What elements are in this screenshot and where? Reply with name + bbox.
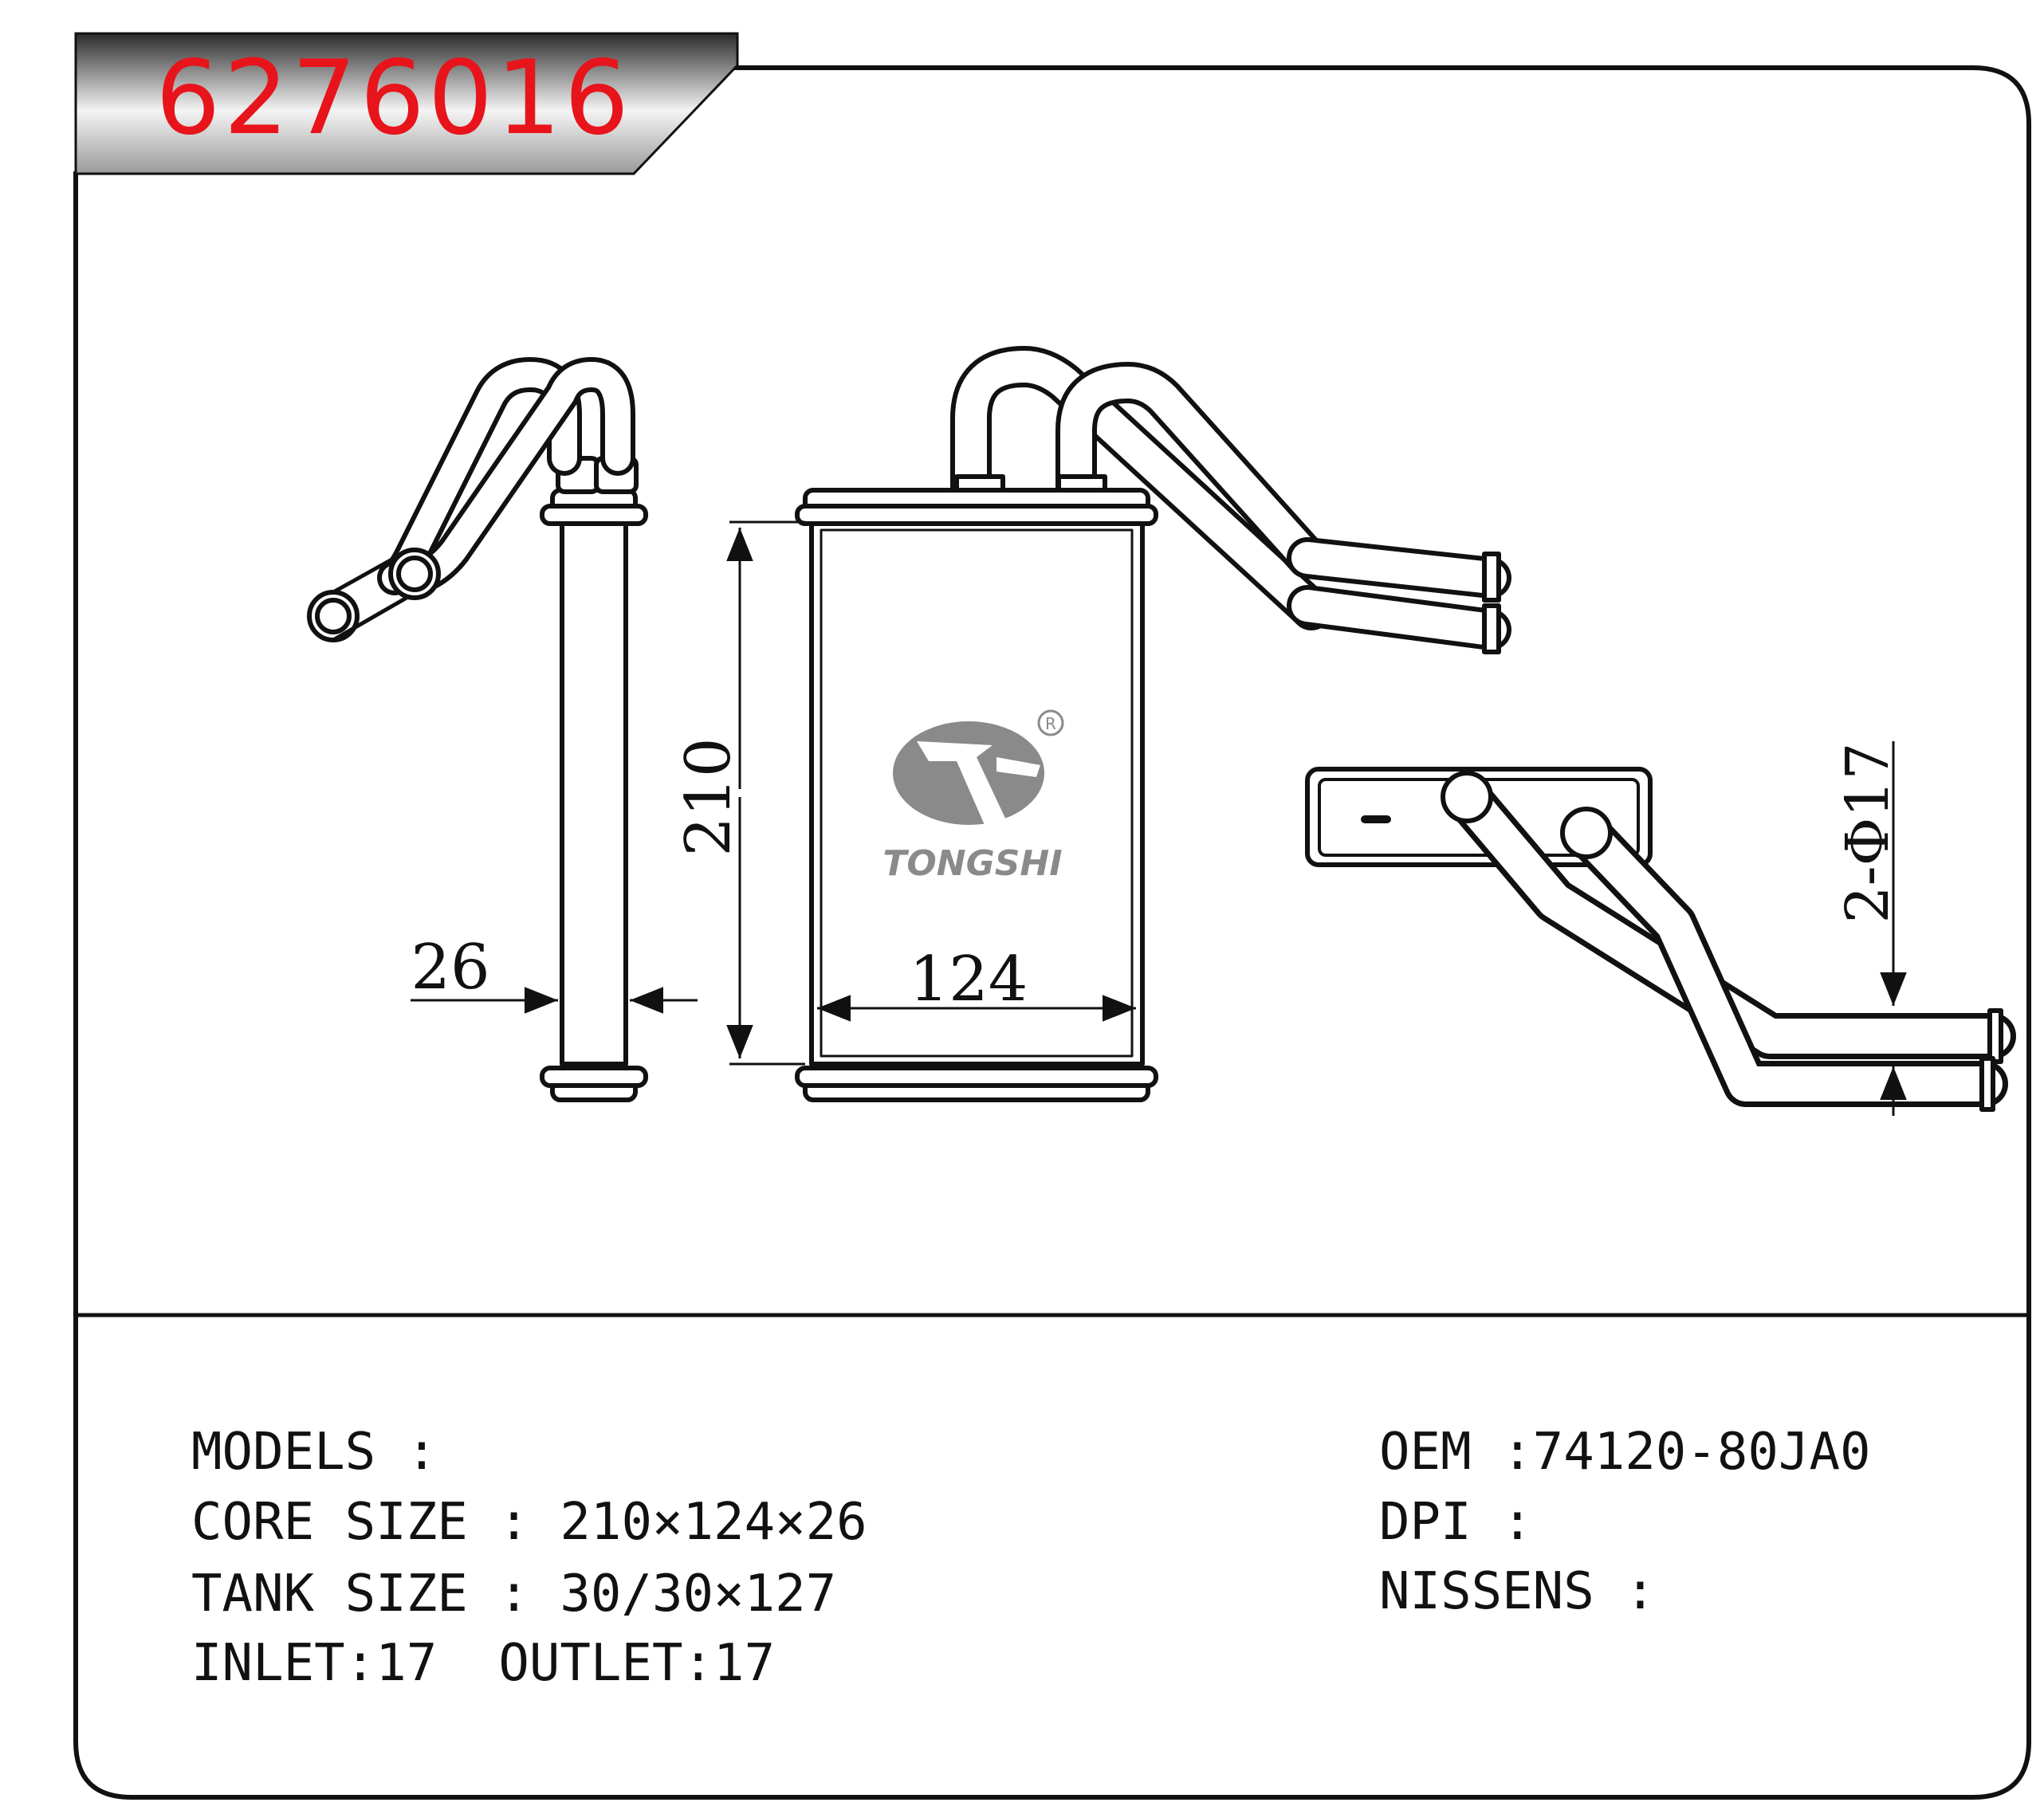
dim-width-label: 124	[910, 944, 1028, 1015]
spec-nissens: NISSENS :	[1379, 1562, 1656, 1621]
dim-pipe-label: 2-Φ17	[1834, 743, 1902, 924]
spec-dpi: DPI :	[1379, 1493, 1533, 1552]
dim-height-label: 210	[673, 738, 745, 857]
spec-core-size: CORE SIZE : 210×124×26	[191, 1493, 867, 1552]
svg-text:R: R	[1045, 714, 1056, 733]
tongshi-logo: R	[893, 709, 1064, 825]
spec-inlet-outlet: INLET:17 OUTLET:17	[191, 1634, 776, 1693]
logo-wordmark: TONGSHI	[882, 843, 1062, 884]
spec-tank-size: TANK SIZE : 30/30×127	[191, 1565, 837, 1624]
part-number: 6276016	[155, 39, 633, 158]
dim-height	[726, 520, 805, 1066]
spec-models: MODELS :	[191, 1423, 438, 1482]
dim-thickness-label: 26	[411, 932, 489, 1003]
header-tab	[74, 32, 739, 175]
spec-oem: OEM :74120-80JA0	[1379, 1423, 1871, 1482]
outer-frame	[73, 65, 2031, 1800]
side-view	[307, 357, 648, 1102]
top-view	[1305, 767, 2016, 1112]
front-view	[795, 346, 1511, 1102]
